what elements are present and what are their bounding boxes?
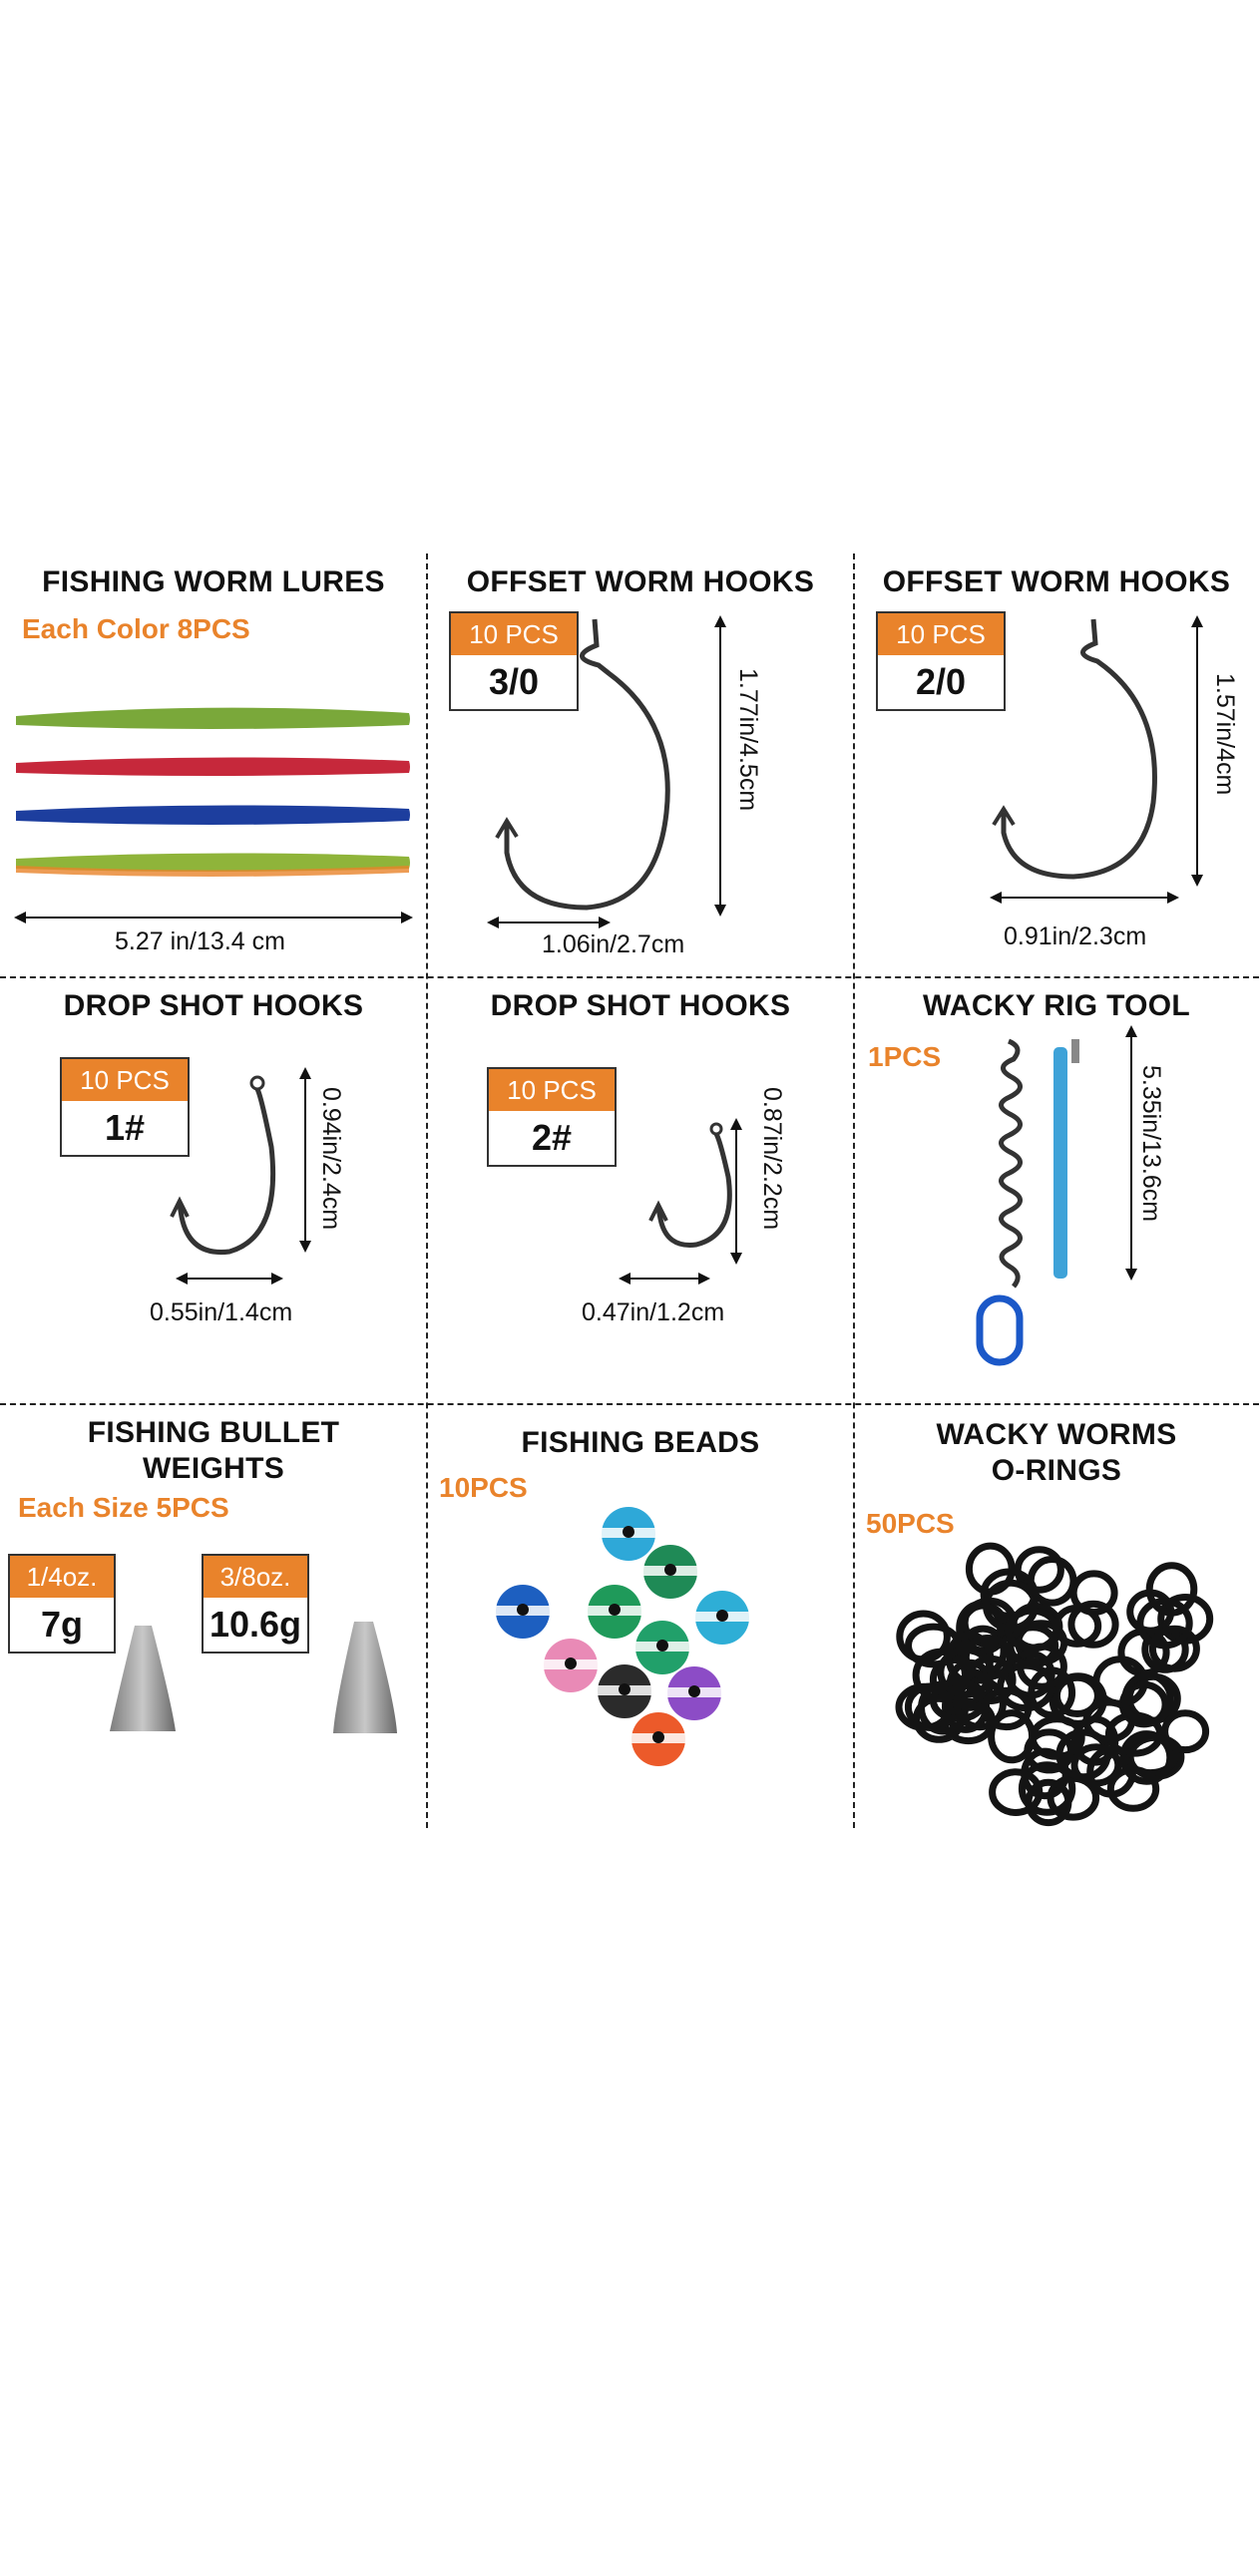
bullet-weights-title-line2: WEIGHTS [142, 1452, 285, 1485]
o-ring [1028, 1666, 1076, 1719]
badge-quantity: 10 PCS [62, 1059, 188, 1101]
o-ring [1148, 1625, 1200, 1672]
o-rings-count: 50PCS [866, 1508, 955, 1539]
worm-lure-green-orange [16, 853, 410, 877]
worm-lure-red [16, 757, 410, 776]
badge-quantity: 10 PCS [878, 613, 1004, 655]
o-ring [1052, 1673, 1101, 1717]
o-ring [895, 1682, 954, 1731]
drop-shot-2-height: 0.87in/2.2cm [758, 1087, 786, 1231]
offset-hooks-3-0-badge: 10 PCS 3/0 [449, 611, 579, 711]
fishing-beads-count: 10PCS [439, 1472, 528, 1503]
offset-hooks-2-0-title: OFFSET WORM HOOKS [882, 565, 1231, 598]
drop-shot-2-illustration [619, 1118, 742, 1285]
drop-shot-2-badge: 10 PCS 2# [487, 1067, 617, 1167]
fishing-beads-illustration [496, 1507, 749, 1766]
bullet-weight-10-6g [333, 1622, 397, 1733]
worm-lure-green [16, 707, 410, 729]
badge-size: 2/0 [915, 661, 967, 702]
o-ring [1067, 1600, 1119, 1649]
o-ring [1018, 1761, 1076, 1816]
o-ring [1121, 1671, 1174, 1727]
offset-hook-3-0-width: 1.06in/2.7cm [542, 930, 685, 958]
offset-hooks-2-0-badge: 10 PCS 2/0 [876, 611, 1006, 711]
coil-lanyard-icon [999, 1038, 1023, 1288]
badge-grams: 10.6g [209, 1604, 302, 1645]
bullet-weights-count: Each Size 5PCS [18, 1492, 229, 1523]
o-rings-illustration [895, 1542, 1214, 1827]
tool-shaft [1053, 1047, 1067, 1279]
bullet-weights-title-line1: FISHING BULLET [87, 1416, 340, 1449]
worm-lures-illustration [14, 707, 413, 923]
cell-drop-shot-2: DROP SHOT HOOKS 10 PCS 2# 0.87in/2.2cm 0… [427, 977, 854, 1404]
o-ring [905, 1623, 963, 1668]
drop-shot-2-title: DROP SHOT HOOKS [490, 989, 791, 1022]
offset-hook-2-0-height: 1.57in/4cm [1211, 673, 1239, 796]
wacky-rig-tool-illustration [976, 1025, 1137, 1366]
wacky-rig-tool-count: 1PCS [868, 1041, 942, 1072]
drop-shot-1-badge: 10 PCS 1# [60, 1057, 190, 1157]
o-ring [1021, 1747, 1069, 1800]
o-rings-title-line2: O-RINGS [991, 1454, 1122, 1487]
o-ring [1161, 1709, 1210, 1754]
badge-quantity: 10 PCS [451, 613, 577, 655]
o-ring [980, 1686, 1033, 1731]
bullet-weight-7g-badge: 1/4oz. 7g [8, 1554, 116, 1654]
offset-hook-3-0-height: 1.77in/4.5cm [734, 668, 762, 812]
wacky-rig-tool-height: 5.35in/13.6cm [1137, 1065, 1165, 1223]
badge-quantity: 10 PCS [489, 1069, 615, 1111]
badge-ounces: 3/8oz. [204, 1556, 307, 1598]
drop-shot-2-width: 0.47in/1.2cm [582, 1298, 725, 1326]
cell-offset-hooks-3-0: OFFSET WORM HOOKS 10 PCS 3/0 1.77in/4.5c… [427, 553, 854, 977]
worm-length-arrow [14, 912, 413, 923]
badge-size: 3/0 [488, 661, 540, 702]
badge-ounces: 1/4oz. [10, 1556, 114, 1598]
divider-horizontal-2 [0, 1403, 1259, 1405]
divider-vertical-2 [853, 553, 855, 1828]
o-ring [1086, 1745, 1137, 1798]
o-ring [1005, 1607, 1060, 1653]
cell-wacky-rig-tool: WACKY RIG TOOL 1PCS 5.35in/13.6cm [854, 977, 1259, 1404]
cell-fishing-beads: FISHING BEADS 10PCS [427, 1404, 854, 1828]
drop-shot-1-height: 0.94in/2.4cm [317, 1087, 345, 1231]
offset-hook-2-0-illustration [990, 615, 1203, 904]
o-ring [962, 1635, 1014, 1680]
divider-horizontal-1 [0, 976, 1259, 978]
cell-o-rings: WACKY WORMS O-RINGS 50PCS [854, 1404, 1259, 1828]
worm-length-label: 5.27 in/13.4 cm [115, 927, 285, 955]
offset-hooks-3-0-title: OFFSET WORM HOOKS [466, 565, 815, 598]
offset-hook-3-0-illustration [487, 615, 726, 928]
cell-offset-hooks-2-0: OFFSET WORM HOOKS 10 PCS 2/0 1.57in/4cm … [854, 553, 1259, 977]
o-ring [1025, 1778, 1072, 1827]
o-ring [1136, 1598, 1193, 1650]
o-ring [1069, 1570, 1118, 1616]
bullet-weight-7g [110, 1626, 176, 1731]
fishing-beads-title: FISHING BEADS [521, 1426, 760, 1459]
cell-drop-shot-1: DROP SHOT HOOKS 10 PCS 1# 0.94in/2.4cm 0… [0, 977, 427, 1404]
drop-shot-1-width: 0.55in/1.4cm [150, 1298, 293, 1326]
o-rings-title-line1: WACKY WORMS [936, 1418, 1177, 1451]
o-ring [896, 1610, 951, 1663]
worm-lure-blue [16, 805, 410, 825]
o-ring [1027, 1556, 1077, 1607]
offset-hook-2-0-width: 0.91in/2.3cm [1004, 922, 1147, 950]
worm-lures-count: Each Color 8PCS [22, 613, 250, 644]
cell-bullet-weights: FISHING BULLET WEIGHTS Each Size 5PCS 1/… [0, 1404, 427, 1828]
bullet-weight-10-6g-badge: 3/8oz. 10.6g [202, 1554, 309, 1654]
bullet-weights-illustration [110, 1622, 397, 1733]
o-ring [1145, 1562, 1198, 1617]
product-grid: FISHING WORM LURES Each Color 8PCS 5.27 … [0, 553, 1259, 1828]
badge-grams: 7g [40, 1604, 83, 1645]
o-ring [1024, 1728, 1075, 1774]
carabiner-icon [976, 1294, 1024, 1366]
badge-size: 2# [531, 1117, 573, 1158]
wacky-rig-tool-title: WACKY RIG TOOL [922, 989, 1191, 1022]
cell-worm-lures: FISHING WORM LURES Each Color 8PCS 5.27 … [0, 553, 427, 977]
worm-lures-title: FISHING WORM LURES [42, 565, 385, 598]
drop-shot-1-title: DROP SHOT HOOKS [63, 989, 364, 1022]
drop-shot-1-illustration [170, 1067, 311, 1285]
o-ring [1119, 1730, 1174, 1785]
divider-vertical-1 [426, 553, 428, 1828]
badge-size: 1# [104, 1107, 146, 1148]
